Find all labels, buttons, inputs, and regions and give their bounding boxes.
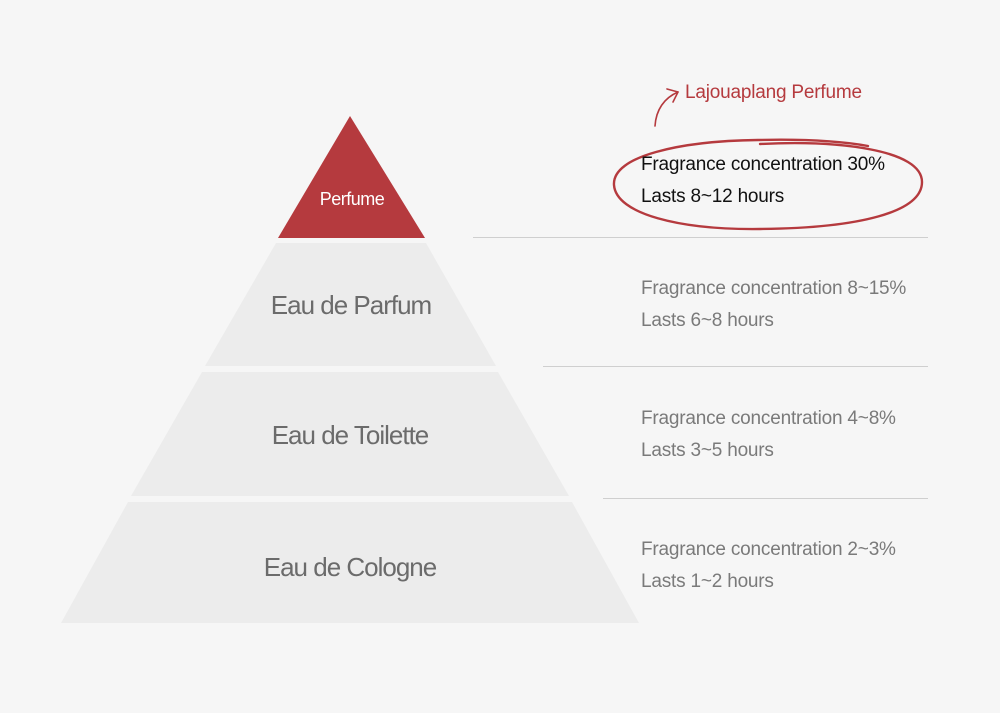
tier-eau-de-parfum-shape — [205, 243, 496, 366]
tier-eau-de-cologne-duration: Lasts 1~2 hours — [641, 571, 774, 592]
brand-annotation-label: Lajouaplang Perfume — [685, 82, 862, 103]
tier-perfume-duration: Lasts 8~12 hours — [641, 186, 785, 207]
tier-eau-de-cologne-label: Eau de Cologne — [264, 552, 437, 582]
divider-line — [543, 366, 928, 367]
tier-perfume-label: Perfume — [320, 189, 385, 209]
arrow-head-icon — [666, 88, 679, 103]
tier-eau-de-toilette-info: Fragrance concentration 4~8% Lasts 3~5 h… — [641, 403, 896, 467]
tier-eau-de-toilette-label: Eau de Toilette — [272, 420, 429, 450]
tier-eau-de-parfum-duration: Lasts 6~8 hours — [641, 310, 774, 331]
tier-eau-de-parfum-label: Eau de Parfum — [271, 290, 431, 320]
divider-line — [603, 498, 928, 499]
tier-eau-de-toilette-shape — [131, 372, 569, 496]
tier-eau-de-cologne-concentration: Fragrance concentration 2~3% — [641, 539, 896, 560]
tier-eau-de-parfum-concentration: Fragrance concentration 8~15% — [641, 278, 907, 299]
tier-eau-de-toilette-concentration: Fragrance concentration 4~8% — [641, 408, 896, 429]
divider-line — [473, 237, 928, 238]
highlight-circle-icon — [612, 138, 924, 231]
tier-perfume-info: Fragrance concentration 30% Lasts 8~12 h… — [641, 149, 885, 213]
tier-eau-de-cologne-info: Fragrance concentration 2~3% Lasts 1~2 h… — [641, 534, 896, 598]
tier-perfume-shape — [278, 116, 425, 238]
tier-eau-de-parfum-info: Fragrance concentration 8~15% Lasts 6~8 … — [641, 273, 906, 337]
tier-eau-de-toilette-duration: Lasts 3~5 hours — [641, 440, 774, 461]
arrow-icon — [654, 91, 679, 127]
tier-eau-de-cologne-shape — [61, 502, 639, 623]
tier-perfume-concentration: Fragrance concentration 30% — [641, 154, 885, 175]
